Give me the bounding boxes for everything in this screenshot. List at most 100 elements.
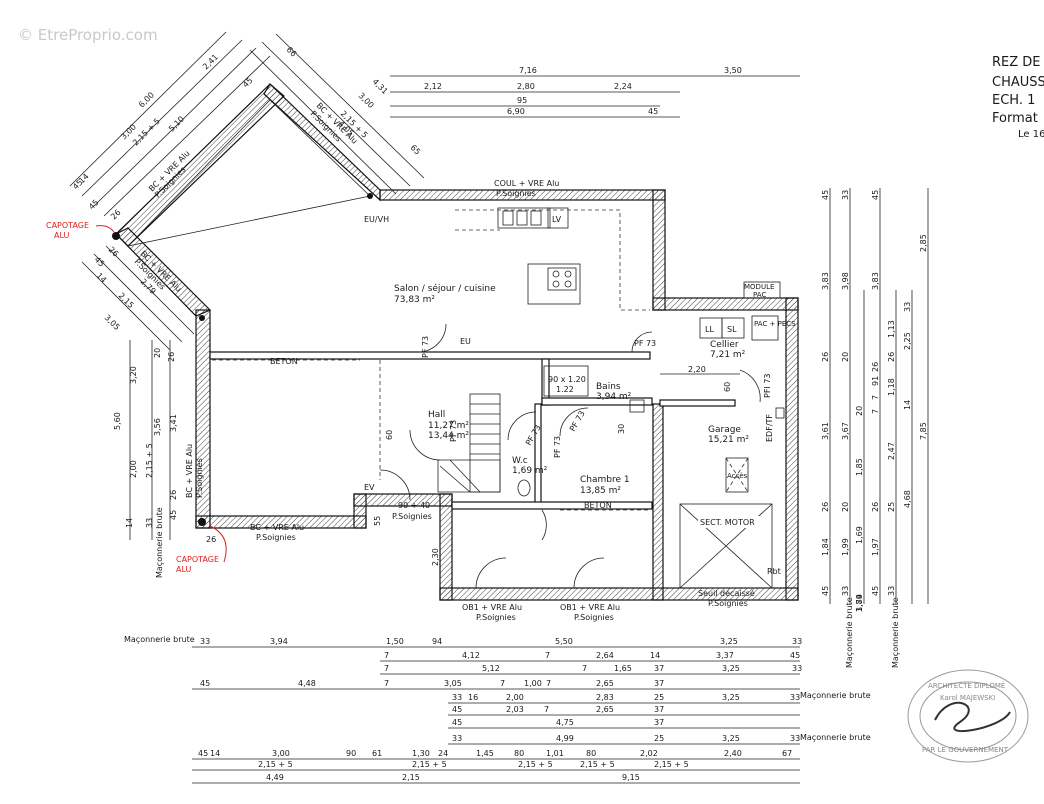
bottom-dim-value: 94 [432, 637, 442, 646]
left-dim-value: 5,10 [167, 114, 186, 133]
right-dim-value: 45 [871, 586, 880, 596]
right-dim-value: 1,84 [821, 538, 830, 556]
access-hatch [725, 457, 749, 493]
hall-area-2: 13,44 m² [428, 431, 469, 441]
acces-label: Accès [727, 472, 748, 480]
bottom-dim-value: 3,00 [272, 749, 290, 758]
top-dim-value: 2,24 [614, 82, 632, 91]
left-dim-value: 5,60 [113, 412, 122, 430]
left-dim-value: 2,41 [201, 52, 220, 71]
top-dim-value: 45 [648, 107, 658, 116]
capotage-top-1: CAPOTAGE [46, 221, 89, 230]
wall-cellier-bottom [659, 399, 736, 407]
bottom-dim-value: 2,15 + 5 [258, 760, 293, 769]
bottom-dim-value: 33 [452, 734, 462, 743]
right-dim-value: 20 [855, 406, 864, 416]
sect-motor-bg [698, 516, 760, 528]
ob1-right-label: OB1 + VRE Alu [560, 603, 620, 612]
bottom-dim-value: 45 [790, 651, 800, 660]
bc-vre-left-ps: P.Soignies [195, 458, 204, 498]
bottom-dim-lines [192, 646, 800, 784]
right-dim-value: 26 [821, 352, 830, 362]
top-dim-value: 2,80 [517, 82, 535, 91]
sect-motor-label: SECT. MOTOR [700, 518, 755, 527]
door-entry [379, 469, 411, 501]
right-dim-value: 33 [841, 586, 850, 596]
left-dim-value: 26 [167, 352, 176, 362]
dim-55: 55 [373, 516, 382, 526]
bottom-dim-value: 2,15 [402, 773, 420, 782]
right-dim-value: 1,99 [841, 538, 850, 556]
capotage-top-2: ALU [54, 231, 70, 240]
bottom-dim-value: 3,25 [722, 693, 740, 702]
diag-dim-7 [275, 33, 425, 179]
bc-vre-bottom: BC + VRE Alu [250, 523, 304, 532]
bc-vre-bottom-ps: P.Soignies [256, 533, 296, 542]
top-dim-value: 2,12 [424, 82, 442, 91]
burner-3 [552, 280, 560, 288]
bottom-dim-value: 14 [650, 651, 660, 660]
right-dim-value: 26 [887, 352, 896, 362]
interior-dims: 2,20 60 60 30 2,30 26 55 [206, 365, 740, 566]
right-dim-value: 2,85 [919, 234, 928, 252]
bottom-dim-value: 7 [545, 651, 550, 660]
bottom-dim-value: 37 [654, 705, 664, 714]
bains-name: Bains [596, 382, 621, 392]
right-dim-value: 1,85 [855, 458, 864, 476]
top-diag-dim-value: 3,00 [357, 91, 376, 110]
pf73-salon: PF 73 [421, 336, 430, 358]
toilet [517, 479, 531, 497]
bottom-dim-value: 2,65 [596, 679, 614, 688]
seuil-ps: P.Soignies [708, 599, 748, 608]
maconnerie-bottom-3: Maçonnerie brute [800, 733, 871, 742]
bottom-dim-value: 25 [654, 693, 664, 702]
left-dim-value: 45 [241, 76, 255, 90]
title-line-4: Format [992, 111, 1038, 126]
bottom-dim-value: 1,01 [546, 749, 564, 758]
basin [629, 399, 645, 413]
bottom-dim-value: 7 [384, 679, 389, 688]
bottom-dim-value: 3,05 [444, 679, 462, 688]
pac-label: PAC [753, 291, 766, 299]
diag-dim-4 [103, 55, 271, 217]
left-dim-value: 14 [125, 518, 134, 528]
bottom-dim-value: 33 [452, 693, 462, 702]
diag-inner [126, 99, 371, 247]
kitchen-island [527, 263, 581, 305]
dim-2-30: 2,30 [431, 548, 440, 566]
right-dim-value: 4,68 [903, 490, 912, 508]
bottom-dim-value: 2,15 + 5 [412, 760, 447, 769]
right-dim-value: 2,25 [903, 332, 912, 350]
bottom-dim-value: 45 [452, 718, 462, 727]
bottom-dim-value: 45 [200, 679, 210, 688]
capotage-bottom-leader [209, 525, 227, 563]
right-dimensions: 453,83263,61261,8445333,98203,67201,9933… [155, 188, 929, 668]
window-90-psoignies: P.Soignies [392, 512, 432, 521]
right-dim-value: 45 [821, 586, 830, 596]
dim-30: 30 [617, 424, 626, 434]
right-dim-value: 33 [903, 302, 912, 312]
bottom-dim-value: 1,65 [614, 664, 632, 673]
diag-dim-5 [249, 49, 397, 195]
left-dim-value: 3,41 [169, 414, 178, 432]
beton-bottom: BETON [584, 501, 612, 510]
wall-garage-top [652, 297, 799, 311]
right-dim-value: 2,47 [887, 442, 896, 460]
right-dim-value: 33 [841, 190, 850, 200]
bottom-dim-value: 90 [346, 749, 356, 758]
bottom-dim-value: 24 [438, 749, 448, 758]
top-dim-value: 6,90 [507, 107, 525, 116]
staircase [469, 393, 501, 493]
garage-area: 15,21 m² [708, 435, 749, 445]
left-dim-value: 2,15 + 5 [145, 443, 154, 478]
burner-4 [564, 280, 572, 288]
diag-dim-1 [69, 31, 227, 187]
burner-1 [552, 270, 560, 278]
top-dim-value: 7,16 [519, 66, 537, 75]
stamp-top-text: ARCHITECTE DIPLOMÉ [928, 681, 1005, 690]
garage-door [679, 503, 773, 589]
title-line-5: Le 16 [1018, 129, 1044, 140]
top-diag-dim-value: 65 [409, 143, 423, 157]
chambre-area: 13,85 m² [580, 486, 621, 496]
